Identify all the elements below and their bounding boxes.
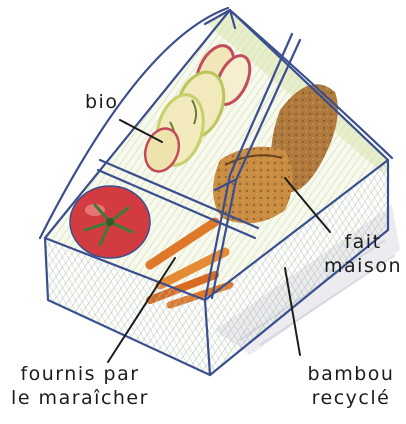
label-bambou-line1: bambou	[298, 362, 404, 386]
label-bambou-recycle: bambou recyclé	[298, 362, 404, 410]
label-bio: bio	[85, 90, 118, 114]
label-bambou-line2: recyclé	[298, 386, 404, 410]
leader-line-bambou	[285, 268, 300, 355]
label-fournis-line1: fournis par	[0, 362, 160, 386]
label-fait-maison-line2: maison	[322, 254, 404, 278]
leader-line-fournis	[108, 258, 175, 362]
label-fait-maison-line1: fait	[322, 230, 404, 254]
leader-line-fait-maison	[285, 178, 330, 232]
label-fournis-par: fournis par le maraîcher	[0, 362, 160, 410]
leader-line-bio	[120, 120, 162, 142]
label-fait-maison: fait maison	[322, 230, 404, 278]
label-fournis-line2: le maraîcher	[0, 386, 160, 410]
